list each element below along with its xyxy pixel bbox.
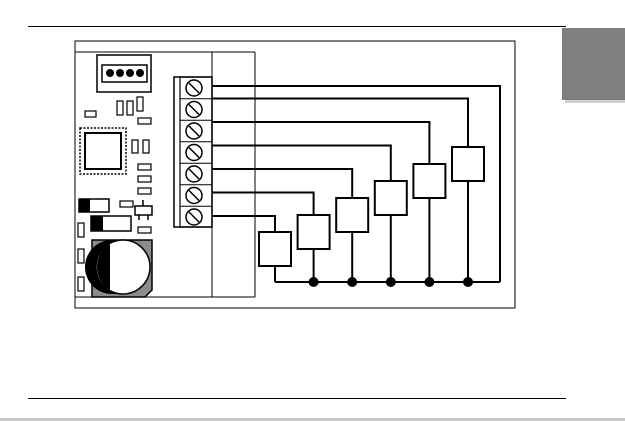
battery-holder (85, 240, 152, 297)
junction-dot (309, 277, 319, 287)
junction-dot (424, 277, 434, 287)
ic-chip (80, 128, 126, 174)
load-feed-wire (212, 122, 429, 164)
junction-dot (463, 277, 473, 287)
four-pin-connector (97, 55, 151, 92)
screw-terminal-icon (186, 209, 202, 225)
screw-terminal-icon (186, 145, 202, 161)
screw-terminal-icon (186, 188, 202, 204)
load-box (259, 232, 291, 266)
transistor-component (135, 200, 152, 220)
load-box (336, 198, 368, 232)
screw-terminal-icon (186, 102, 202, 118)
load-feed-wire (212, 193, 314, 216)
load-feed-wire (212, 146, 391, 182)
load-box (375, 181, 407, 215)
load-boxes (259, 147, 484, 266)
load-feed-wire (212, 216, 275, 232)
load-box (452, 147, 484, 181)
junction-dot (347, 277, 357, 287)
resistor-component (91, 216, 131, 231)
junction-dot (386, 277, 396, 287)
screw-terminal-icon (186, 123, 202, 139)
bottom-rule (28, 398, 566, 399)
screw-terminal-icon (186, 80, 202, 96)
screw-terminal-icon (186, 166, 202, 182)
load-feed-wire (212, 169, 352, 198)
load-box (298, 215, 330, 249)
diode-component (79, 199, 109, 212)
load-box (413, 164, 445, 198)
